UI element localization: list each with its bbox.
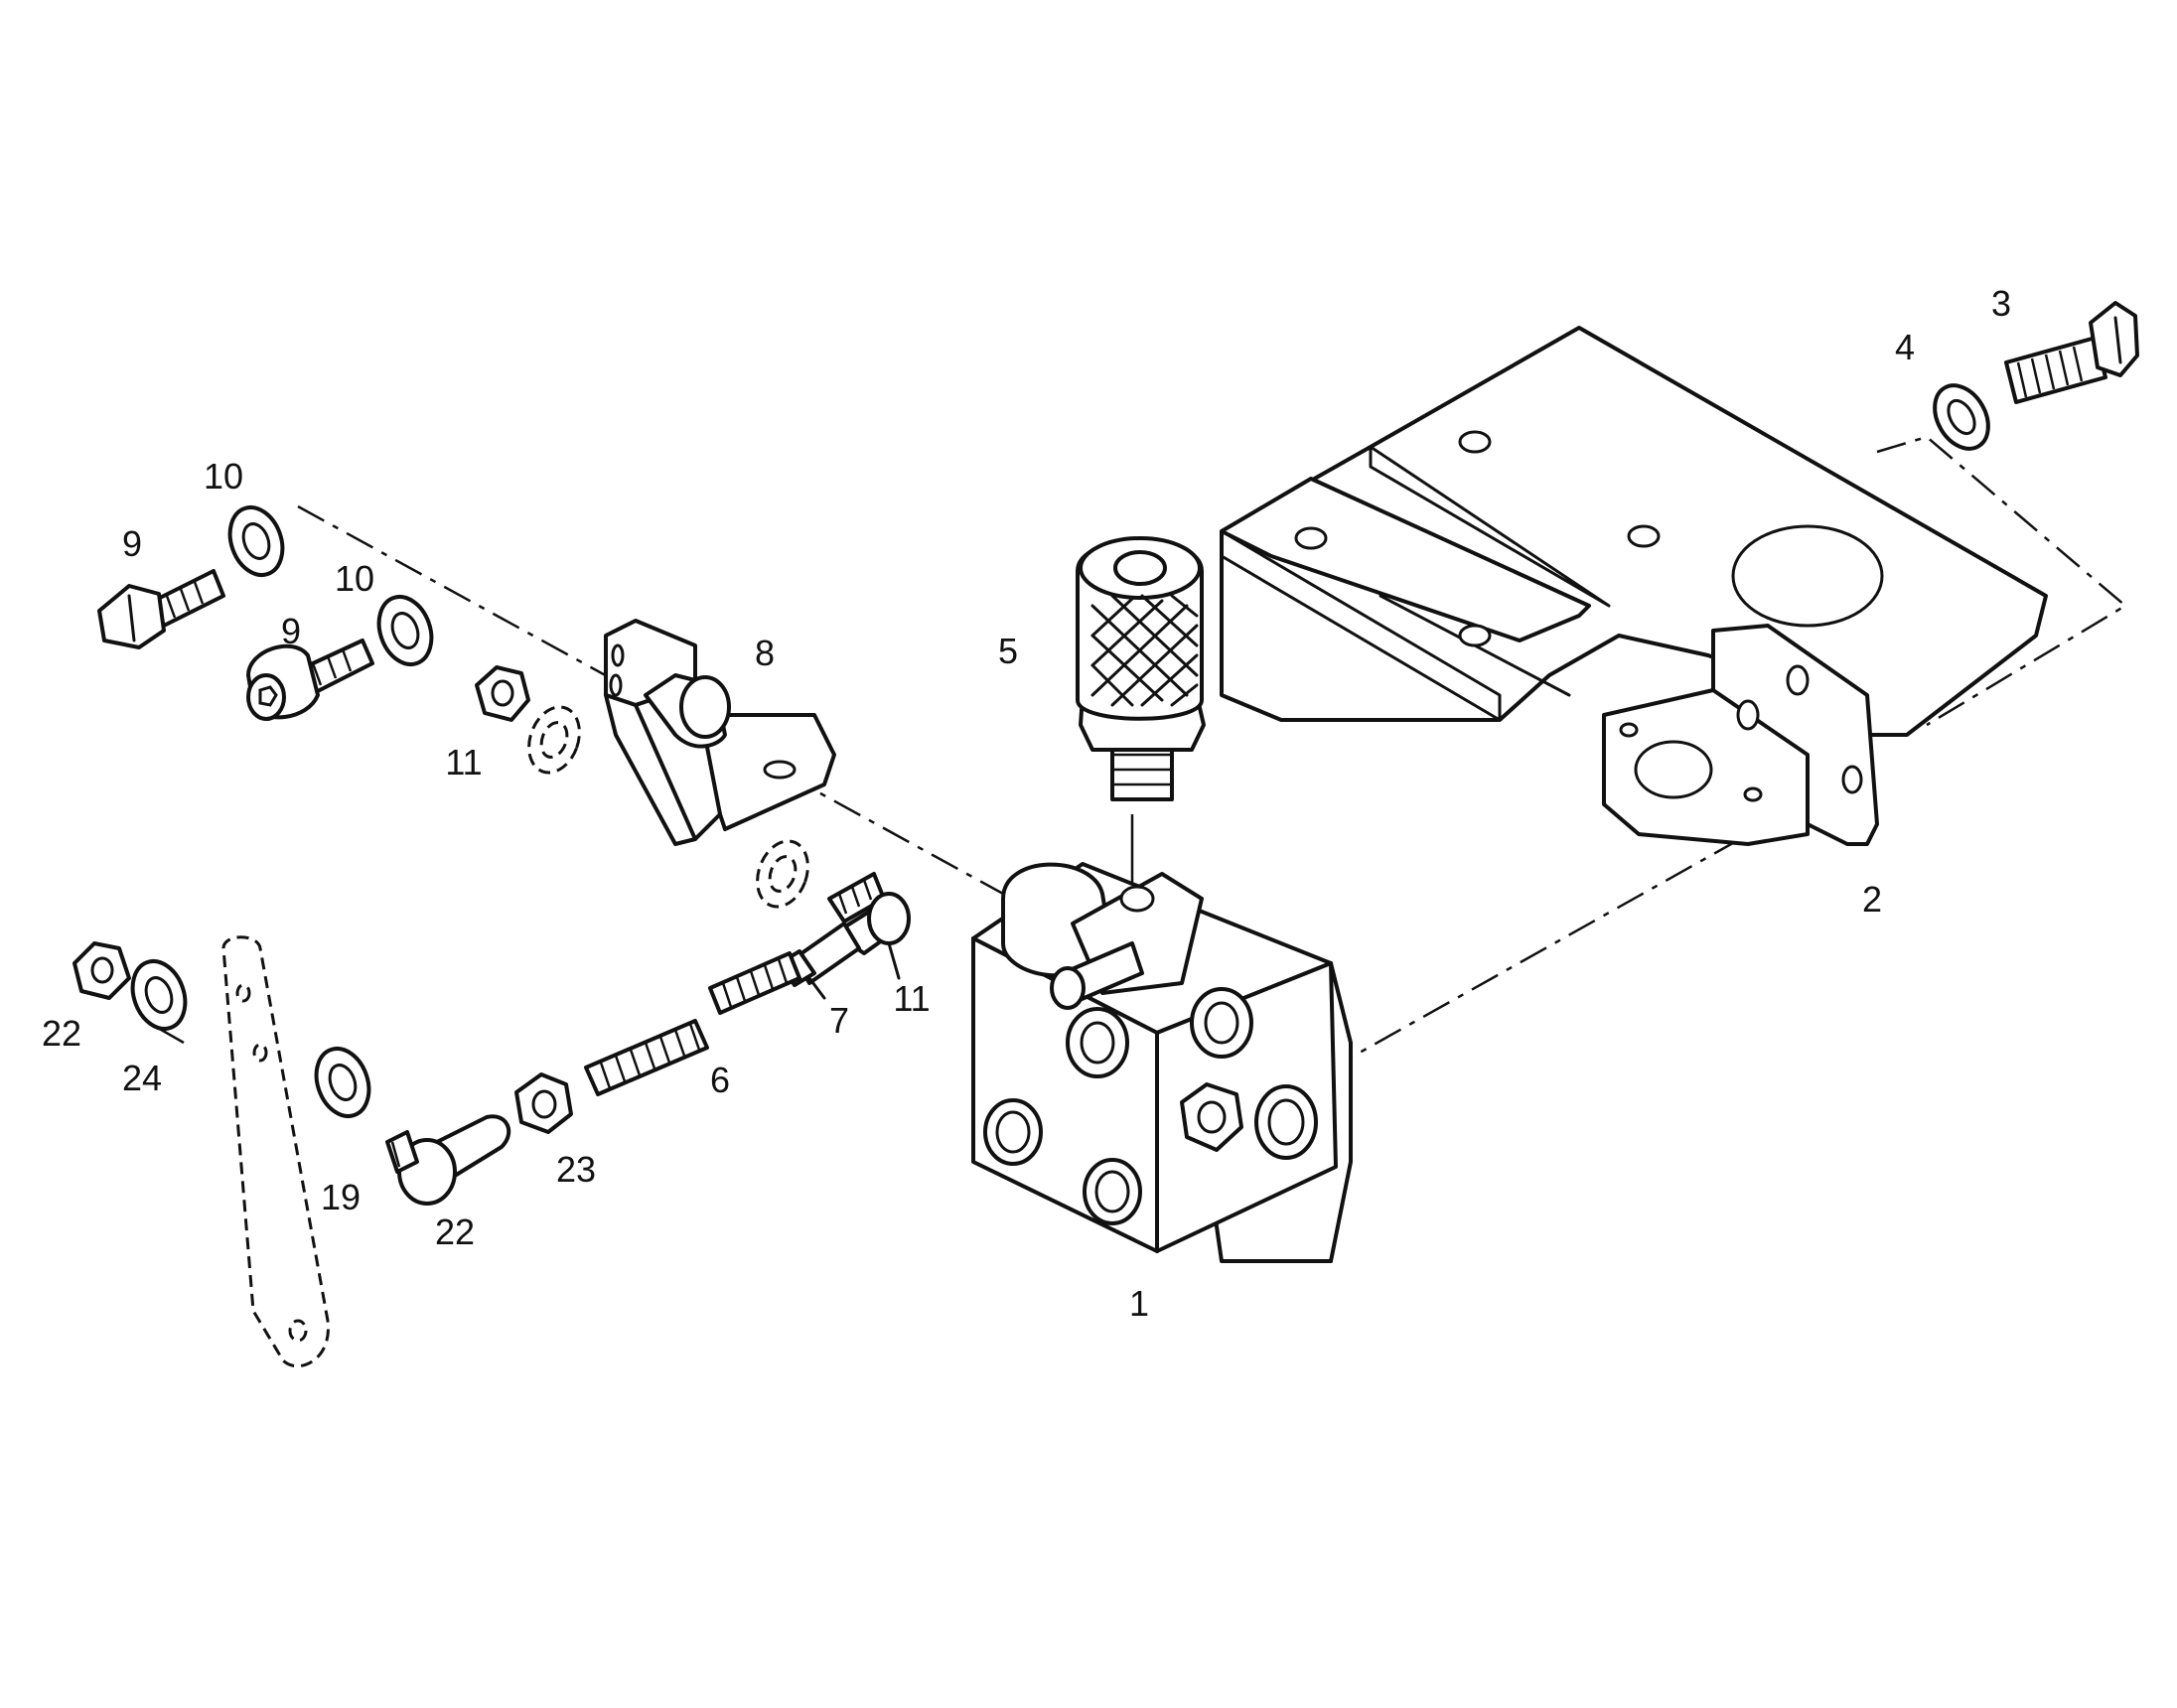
ghost-lever bbox=[221, 935, 330, 1368]
callout-9-lower: 9 bbox=[281, 611, 301, 651]
plate-hole bbox=[1458, 624, 1492, 647]
washer-24 bbox=[130, 959, 188, 1031]
socket-cap-screw-9-lower bbox=[246, 639, 374, 721]
ghost-washer bbox=[756, 839, 809, 909]
callout-3: 3 bbox=[1991, 283, 2011, 324]
washer-10-upper bbox=[227, 505, 285, 577]
plate-hole bbox=[1627, 524, 1661, 548]
callout-10-lower: 10 bbox=[335, 558, 374, 599]
ghost-washer bbox=[527, 705, 581, 775]
washer-19 bbox=[314, 1047, 371, 1118]
threaded-rod-6 bbox=[584, 951, 801, 1096]
callout-22-upper: 22 bbox=[42, 1013, 81, 1054]
callout-8: 8 bbox=[755, 633, 775, 673]
callout-23: 23 bbox=[556, 1149, 596, 1190]
callout-5: 5 bbox=[998, 631, 1018, 671]
hex-nut-22 bbox=[73, 941, 131, 1000]
callout-9-upper: 9 bbox=[122, 523, 142, 564]
hex-nut-23 bbox=[514, 1072, 573, 1134]
silencer-mesh bbox=[1090, 594, 1199, 707]
plate-hole bbox=[1294, 526, 1328, 550]
callout-7: 7 bbox=[829, 1000, 849, 1041]
washer-4 bbox=[1933, 383, 1990, 451]
callout-labels: 1 2 3 4 5 6 7 8 9 9 10 10 11 11 19 22 22… bbox=[42, 283, 2011, 1324]
leader-lines bbox=[807, 941, 901, 1000]
plate-hole bbox=[1458, 430, 1492, 454]
callout-10-upper: 10 bbox=[204, 456, 243, 497]
washer-10-lower bbox=[376, 595, 434, 666]
callout-22-lower: 22 bbox=[435, 1211, 475, 1252]
callout-1: 1 bbox=[1129, 1283, 1149, 1324]
callout-2: 2 bbox=[1862, 879, 1882, 920]
plate-large-hole bbox=[1731, 524, 1884, 628]
hex-bolt-3 bbox=[2004, 301, 2139, 404]
hex-bolt-9-upper bbox=[97, 569, 225, 649]
callout-24: 24 bbox=[122, 1058, 162, 1098]
callout-6: 6 bbox=[710, 1060, 730, 1100]
ball-socket-22 bbox=[385, 1114, 511, 1206]
valve-block-1 bbox=[971, 862, 1353, 1263]
callout-19: 19 bbox=[321, 1177, 361, 1217]
silencer-5 bbox=[1076, 536, 1206, 801]
callout-11-balljoint: 11 bbox=[893, 978, 930, 1019]
callout-4: 4 bbox=[1895, 327, 1915, 367]
lever-bracket-8 bbox=[604, 619, 836, 846]
mounting-bracket bbox=[1220, 326, 2048, 846]
hex-nut-11 bbox=[475, 665, 530, 722]
callout-11-nut: 11 bbox=[445, 742, 482, 783]
